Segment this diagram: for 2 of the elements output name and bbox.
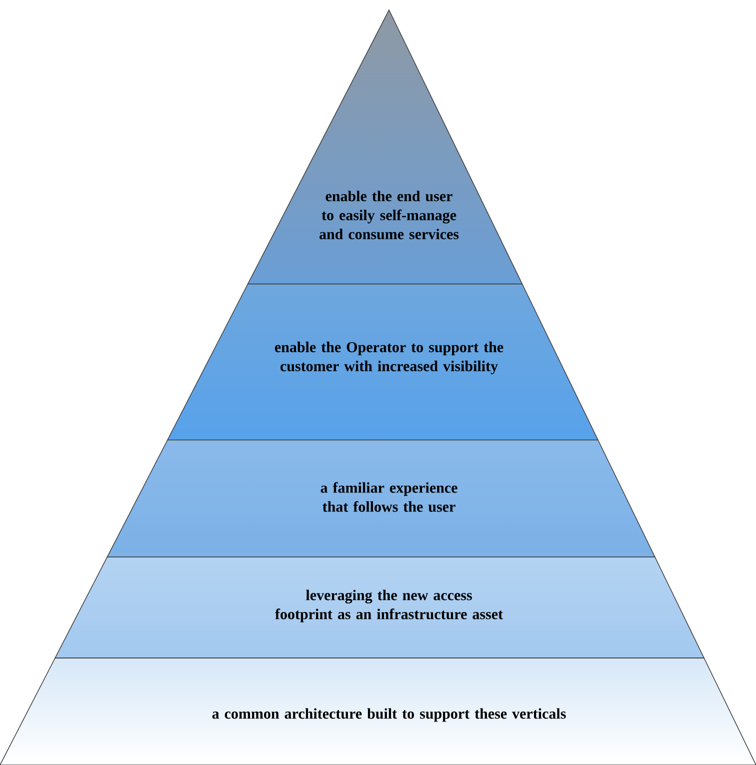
pyramid-band: a common architecture built to support these verticals: [0, 658, 756, 765]
pyramid-band: a familiar experience that follows the user: [106, 440, 656, 558]
